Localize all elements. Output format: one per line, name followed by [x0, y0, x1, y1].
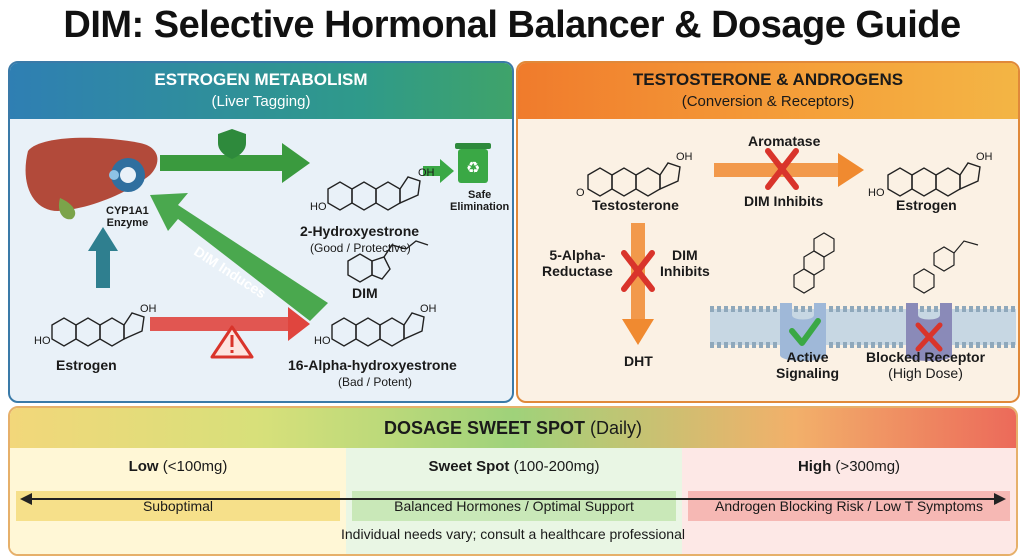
shield-icon	[218, 129, 246, 159]
oh-label: OH	[140, 303, 157, 315]
estrogen-diagram: ♻	[25, 129, 491, 359]
ho-label: HO	[310, 201, 327, 213]
oh-label: OH	[676, 151, 693, 163]
zone-description: Suboptimal	[16, 491, 340, 521]
dht-label: DHT	[624, 353, 653, 369]
enzyme-label: CYP1A1 Enzyme	[106, 205, 149, 229]
zone-description: Balanced Hormones / Optimal Support	[352, 491, 676, 521]
up-arrow	[88, 227, 118, 288]
dosage-title: DOSAGE SWEET SPOT	[383, 418, 586, 438]
cross-icon	[621, 250, 655, 292]
good-metabolite-label: 2-Hydroxyestrone	[300, 223, 420, 239]
active-signaling-label: Active Signaling	[776, 349, 839, 381]
bad-pathway-arrow	[150, 307, 310, 341]
bad-metabolite-label: 16-Alpha-hydroxyestrone	[288, 357, 457, 373]
liver-icon	[25, 137, 158, 220]
estrogen-panel-subtitle: (Liver Tagging)	[211, 93, 311, 110]
dosage-title-suffix: (Daily)	[585, 418, 643, 438]
good-metabolite-note: (Good / Protective)	[310, 241, 411, 255]
ho-label: HO	[868, 187, 885, 199]
zone-description: Androgen Blocking Risk / Low T Symptoms	[688, 491, 1010, 521]
check-icon	[789, 318, 821, 346]
oh-label: OH	[976, 151, 993, 163]
bad-metabolite-note: (Bad / Potent)	[338, 375, 413, 389]
hydroxyestrone-molecule	[327, 176, 421, 211]
cell-membrane-icon	[710, 306, 1016, 348]
dim-inhibits-reductase-label: DIM Inhibits	[660, 247, 710, 279]
estrogen-panel-title: ESTROGEN METABOLISM	[154, 70, 368, 89]
oh-label: OH	[418, 167, 435, 179]
dht-molecule	[793, 232, 835, 294]
dosage-zone-sweet-spot: Sweet Spot (100-200mg) Balanced Hormones…	[346, 448, 682, 554]
dim-label: DIM	[352, 285, 378, 301]
safe-elimination-label: Safe Elimination	[450, 189, 510, 213]
recycle-bin-icon: ♻	[455, 143, 491, 183]
dosage-zone-high: High (>300mg) Androgen Blocking Risk / L…	[682, 448, 1016, 554]
testosterone-panel: TESTOSTERONE & ANDROGENS (Conversion & R…	[516, 61, 1020, 403]
blocked-receptor-label: Blocked Receptor (High Dose)	[866, 349, 986, 381]
testosterone-panel-subtitle: (Conversion & Receptors)	[681, 93, 855, 110]
testosterone-molecule	[587, 162, 681, 197]
disclaimer: Individual needs vary; consult a healthc…	[341, 526, 685, 542]
dim-molecule	[347, 240, 429, 283]
enzyme-icon	[109, 158, 145, 192]
estrogen-molecule	[887, 162, 981, 197]
estrogen-panel-header: ESTROGEN METABOLISM (Liver Tagging)	[10, 63, 512, 119]
zone-title: Low (<100mg)	[128, 458, 228, 475]
elimination-arrow	[423, 159, 454, 183]
receptor-icon	[780, 303, 826, 361]
ho-label: HO	[34, 335, 51, 347]
dim-molecule	[913, 240, 979, 294]
dim-induces-arrow	[150, 193, 328, 321]
testosterone-label: Testosterone	[592, 197, 679, 213]
dosage-zone-low: Low (<100mg) Suboptimal	[10, 448, 346, 554]
aromatase-label: Aromatase	[748, 133, 821, 149]
estrogen-molecule	[51, 312, 145, 347]
dosage-scale-arrow	[20, 493, 1006, 505]
cross-icon	[915, 322, 943, 352]
oh-label: OH	[420, 303, 437, 315]
testosterone-diagram	[587, 148, 1016, 361]
dim-inhibits-label: DIM Inhibits	[744, 193, 824, 209]
dosage-header: DOSAGE SWEET SPOT (Daily)	[10, 408, 1016, 448]
estrogen-metabolism-panel: ESTROGEN METABOLISM (Liver Tagging)	[8, 61, 514, 403]
alpha-hydroxyestrone-molecule	[331, 312, 425, 347]
page-title: DIM: Selective Hormonal Balancer & Dosag…	[63, 4, 961, 46]
o-label: O	[576, 187, 585, 199]
ho-label: HO	[314, 335, 331, 347]
warning-icon	[210, 325, 254, 359]
zone-title: Sweet Spot (100-200mg)	[428, 458, 600, 475]
testosterone-panel-header: TESTOSTERONE & ANDROGENS (Conversion & R…	[518, 63, 1018, 119]
reductase-label: 5-Alpha- Reductase	[542, 247, 613, 279]
cross-icon	[765, 148, 799, 190]
testosterone-panel-title: TESTOSTERONE & ANDROGENS	[632, 70, 904, 89]
zone-title: High (>300mg)	[797, 458, 901, 475]
estrogen-label: Estrogen	[896, 197, 957, 213]
good-pathway-arrow	[160, 143, 310, 183]
svg-text:♻: ♻	[466, 158, 480, 177]
dosage-panel: DOSAGE SWEET SPOT (Daily) Low (<100mg) S…	[8, 406, 1018, 556]
estrogen-label: Estrogen	[56, 357, 117, 373]
